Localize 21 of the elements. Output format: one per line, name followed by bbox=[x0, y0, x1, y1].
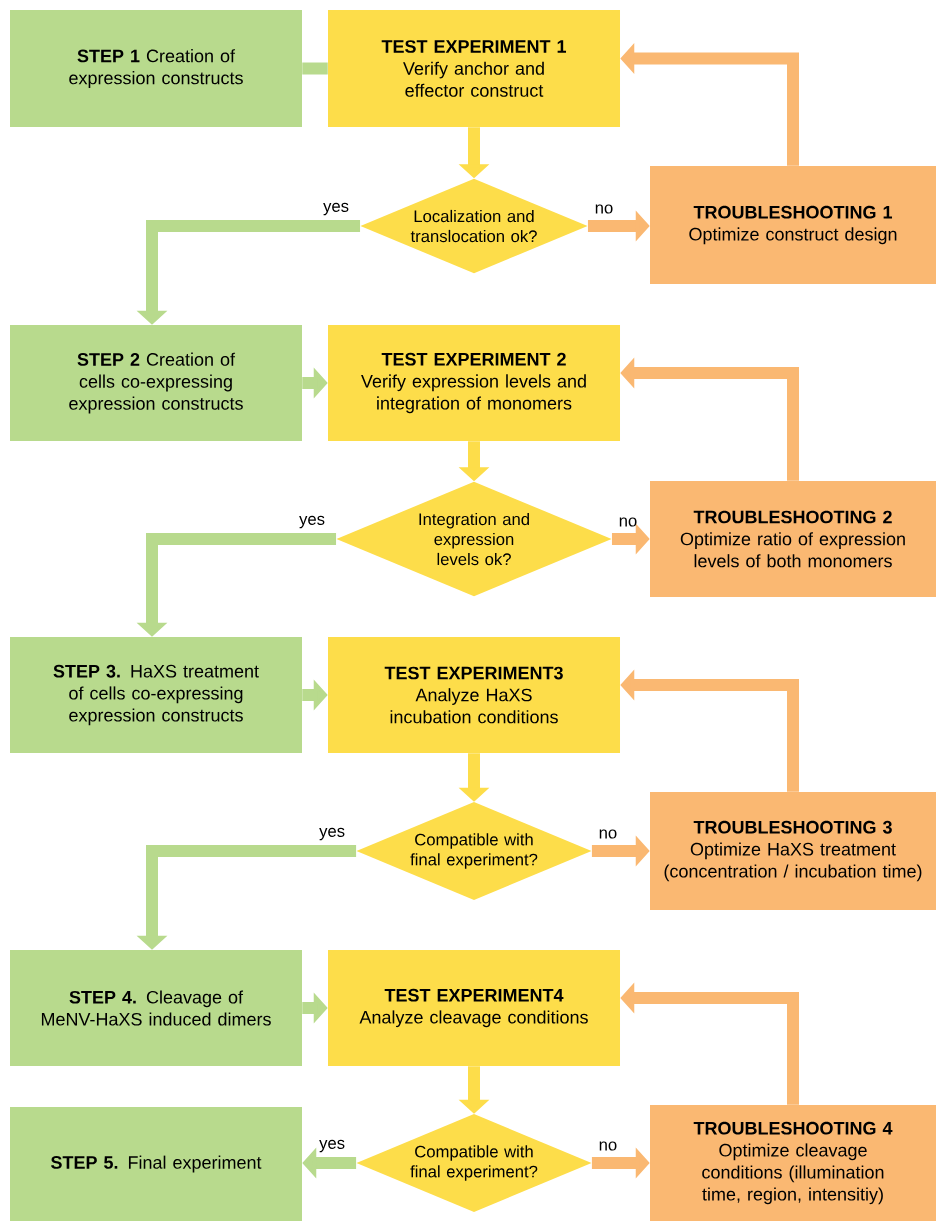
test-box: TEST EXPERIMENT 1 Verify anchor and effector construct bbox=[328, 10, 620, 127]
edge-label: no bbox=[599, 1141, 617, 1151]
troubleshooting-box: TROUBLESHOOTING 2 Optimize ratio of expression levels of both monomers bbox=[650, 481, 936, 597]
edge-label: no bbox=[595, 204, 613, 214]
edge-label: yes bbox=[299, 515, 325, 529]
edge-label: yes bbox=[319, 827, 345, 841]
step-box: STEP 3. HaXS treatment of cells co-expressing expression constructs bbox=[10, 637, 302, 753]
step-box: STEP 2 Creation of cells co-expressing expression constructs bbox=[10, 325, 302, 441]
troubleshooting-box: TROUBLESHOOTING 1 Optimize construct design bbox=[650, 166, 936, 284]
step-box: STEP 1 Creation of expression constructs bbox=[10, 10, 302, 127]
edge-label: no bbox=[599, 829, 617, 839]
step-box: STEP 5. Final experiment bbox=[10, 1107, 302, 1221]
troubleshooting-box: TROUBLESHOOTING 4 Optimize cleavage conditions (illumination time, region, intensitiy) bbox=[650, 1105, 936, 1221]
test-box: TEST EXPERIMENT3 Analyze HaXS incubation conditions bbox=[328, 637, 620, 753]
edge-label: no bbox=[619, 517, 637, 527]
troubleshooting-box: TROUBLESHOOTING 3 Optimize HaXS treatment (concentration / incubation time) bbox=[650, 792, 936, 910]
step-box: STEP 4. Cleavage of MeNV-HaXS induced dimers bbox=[10, 950, 302, 1066]
edge-label: yes bbox=[319, 1139, 345, 1153]
test-box: TEST EXPERIMENT 2 Verify expression levels and integration of monomers bbox=[328, 325, 620, 441]
edge-label: yes bbox=[323, 202, 349, 216]
test-box: TEST EXPERIMENT4 Analyze cleavage conditions bbox=[328, 950, 620, 1066]
